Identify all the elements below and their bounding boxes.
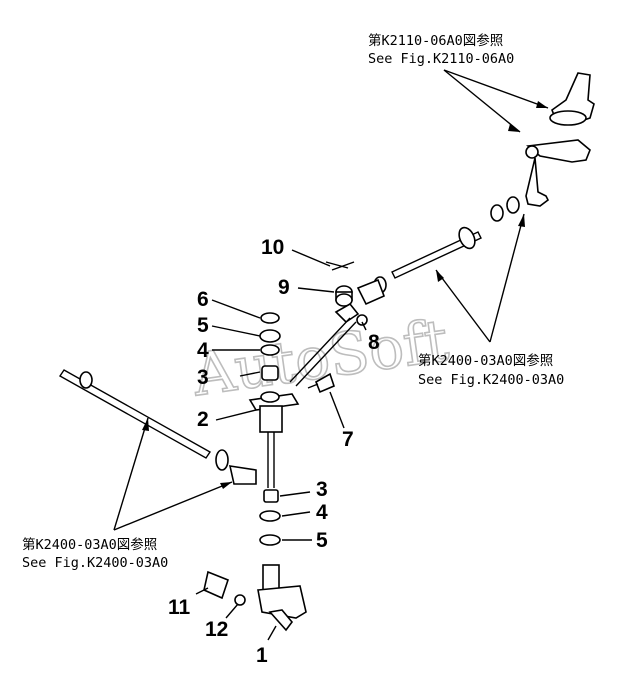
callout-numbers: 10 9 6 5 4 3 8 2 7 3 4 5 11 12 1 — [168, 236, 380, 667]
top-lever-assembly — [525, 72, 595, 207]
reference-top-line2: See Fig.K2110-06A0 — [368, 51, 514, 67]
reference-right-line1: 第K2400-03A0図参照 — [418, 352, 553, 369]
callout-7: 7 — [342, 428, 354, 451]
callout-5-lower: 5 — [316, 529, 328, 552]
reference-top-line1: 第K2110-06A0図参照 — [368, 32, 503, 49]
callout-3-lower: 3 — [316, 478, 328, 501]
callout-2: 2 — [197, 408, 209, 431]
callout-9: 9 — [278, 276, 290, 299]
callout-3-upper: 3 — [197, 366, 209, 389]
reference-top: 第K2110-06A0図参照 See Fig.K2110-06A0 — [368, 32, 514, 67]
callout-5-upper: 5 — [197, 314, 209, 337]
leader-lines — [195, 249, 367, 641]
callout-11: 11 — [168, 596, 191, 619]
callout-10: 10 — [261, 236, 284, 259]
callout-6: 6 — [197, 288, 209, 311]
center-assembly — [203, 261, 368, 632]
watermark-text: AutoSoft — [188, 306, 453, 409]
reference-right: 第K2400-03A0図参照 See Fig.K2400-03A0 — [418, 352, 564, 388]
reference-right-line2: See Fig.K2400-03A0 — [418, 372, 564, 388]
callout-4-upper: 4 — [197, 339, 209, 362]
reference-left-line2: See Fig.K2400-03A0 — [22, 555, 168, 571]
callout-1: 1 — [256, 644, 268, 667]
callout-8: 8 — [368, 331, 380, 354]
reference-left: 第K2400-03A0図参照 See Fig.K2400-03A0 — [22, 536, 168, 571]
reference-top-arrows — [443, 69, 549, 133]
reference-right-arrows — [435, 213, 525, 343]
right-rod-assembly — [356, 196, 520, 306]
reference-left-line1: 第K2400-03A0図参照 — [22, 536, 157, 553]
callout-12: 12 — [205, 618, 228, 641]
callout-4-lower: 4 — [316, 501, 328, 524]
reference-left-arrows — [113, 417, 233, 531]
left-rod-assembly — [58, 369, 257, 485]
